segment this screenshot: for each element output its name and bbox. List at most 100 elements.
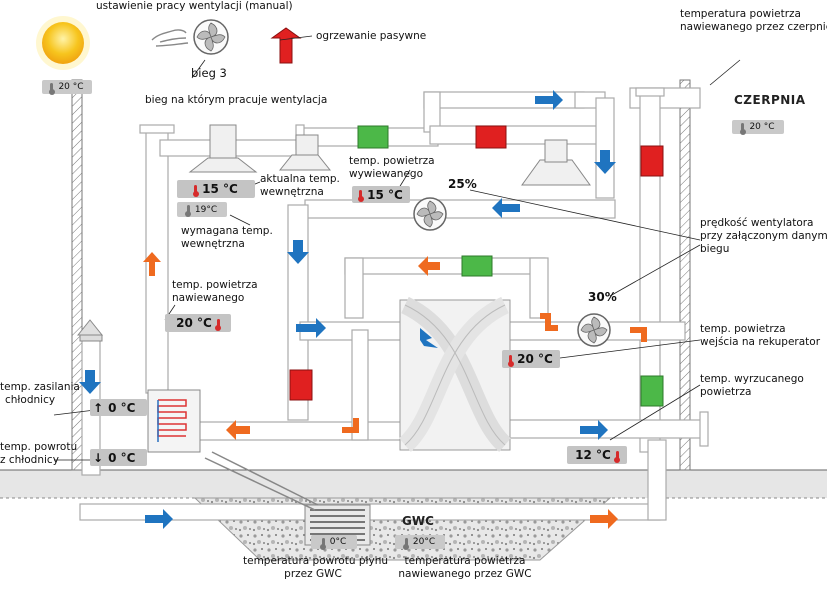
gwc-return-label-1: temperatura powrotu płynu [243, 555, 389, 567]
required-temp-label-2: wewnętrzna [181, 238, 245, 250]
arrow-orange-left-mid [418, 256, 440, 276]
thermometer-icon [320, 537, 327, 550]
exhaust-temp-label-2: wywiewanego [349, 168, 423, 180]
arrow-orange-elbow-intake [630, 327, 647, 342]
cooler-supply-label-2: chłodnicy [5, 394, 56, 406]
exhaust-temp-badge: 15 °C [352, 186, 410, 203]
damper-red-left [289, 369, 313, 401]
recup-in-value: 20 °C [517, 352, 553, 366]
discharge-label-2: powietrza [700, 386, 752, 398]
fan-speed-label-3: biegu [700, 243, 730, 255]
outdoor-temp-badge: 20 °C [42, 80, 92, 95]
recup-in-label-1: temp. powietrza [700, 323, 786, 335]
required-indoor-badge: 19°C [177, 202, 227, 217]
gwc-fluid-return-value: 0°C [329, 537, 347, 547]
arrow-blue-recup [420, 328, 438, 348]
hand-icon [151, 29, 189, 47]
supply-temp-label-2: nawiewanego [172, 292, 245, 304]
recuperator-icon [398, 296, 512, 452]
intake-temp-badge: 20 °C [732, 120, 784, 135]
thermometer-icon [739, 122, 746, 135]
arrow-orange-elbow-right [540, 313, 558, 331]
gwc-air-supply-value: 20°C [412, 537, 436, 547]
sun-icon [36, 16, 90, 70]
cooler-supply-sign: ↑ [93, 400, 104, 415]
supply-temp-badge: 20 °C [165, 314, 231, 332]
cooler-return-badge: ↓ 0 °C [90, 449, 147, 466]
cooler-supply-label-1: temp. zasilania [0, 381, 80, 393]
discharge-temp-value: 12 °C [575, 448, 611, 462]
arrow-blue-right-bottom [580, 420, 608, 440]
passive-heating-label: ogrzewanie pasywne [316, 30, 427, 42]
gwc-return-label-2: przez GWC [284, 568, 342, 580]
recup-in-badge: 20 °C [502, 350, 560, 368]
thermometer-icon [185, 205, 192, 217]
cooler-return-label-1: temp. powrotu [0, 441, 78, 453]
hood-icon [188, 124, 591, 186]
cooler-supply-value: 0 °C [108, 400, 136, 415]
thermometer-icon [403, 537, 410, 550]
cooler-unit [147, 389, 201, 453]
gear-value: bieg 3 [191, 66, 227, 80]
current-temp-label-1: aktualna temp. [260, 173, 340, 185]
arrow-orange-up-left [143, 252, 161, 276]
thermometer-icon [48, 82, 55, 95]
arrow-blue-down-right [594, 150, 616, 174]
manual-mode-label: ustawienie pracy wentylacji (manual) [96, 0, 293, 12]
cooler-return-label-2: z chłodnicy [0, 454, 59, 466]
fan-speed-main: 30% [588, 290, 617, 304]
gwc-supply-label-1: temperatura powietrza [404, 555, 526, 567]
passive-heating-arrow [270, 27, 302, 64]
damper-red-intake [640, 145, 664, 177]
cooler-supply-badge: ↑ 0 °C [90, 399, 147, 416]
fan-speed-top: 25% [448, 177, 477, 191]
damper-green-right [640, 375, 664, 407]
outdoor-temp-value: 20 °C [58, 82, 84, 92]
arrow-blue-right-left [296, 318, 326, 338]
roof-cap [76, 319, 104, 342]
damper-green-top [357, 125, 389, 149]
cooler-return-value: 0 °C [108, 450, 136, 465]
arrow-orange-gwc [590, 509, 618, 529]
arrow-blue-down-cap [79, 370, 101, 394]
thermometer-icon [357, 190, 364, 202]
thermometer-icon [192, 184, 199, 197]
gwc-name: GWC [402, 514, 434, 528]
damper-green-mid [461, 255, 493, 277]
intake-name: CZERPNIA [734, 93, 806, 107]
arrow-blue-down-left [287, 240, 309, 264]
thermometer-icon [614, 450, 621, 463]
cooler-return-sign: ↓ [93, 450, 104, 465]
damper-red-top [475, 125, 507, 149]
gear-desc-label: bieg na którym pracuje wentylacja [145, 94, 328, 106]
exhaust-temp-label-1: temp. powietrza [349, 155, 435, 167]
current-indoor-value: 15 °C [202, 182, 238, 196]
fan-icon [193, 19, 611, 347]
gwc-fluid-return-badge: 0°C [311, 535, 357, 550]
gwc-air-supply-badge: 20°C [395, 535, 445, 550]
exhaust-temp-value: 15 °C [367, 187, 403, 202]
discharge-temp-badge: 12 °C [567, 446, 627, 464]
fan-speed-label-1: prędkość wentylatora [700, 217, 814, 229]
arrow-orange-left-bottom [226, 420, 250, 440]
flow-arrows [79, 90, 647, 529]
intake-temp-value: 20 °C [749, 122, 775, 132]
discharge-label-1: temp. wyrzucanego [700, 373, 804, 385]
leader-lines [53, 35, 741, 549]
recup-in-label-2: wejścia na rekuperator [700, 336, 821, 348]
thermometer-icon [507, 354, 514, 367]
supply-temp-label-1: temp. powietrza [172, 279, 258, 291]
current-indoor-badge: 15 °C [177, 180, 255, 198]
fan-speed-label-2: przy załączonym danym [700, 230, 827, 242]
required-temp-label-1: wymagana temp. [181, 225, 273, 237]
required-indoor-value: 19°C [194, 204, 218, 215]
supply-temp-value: 20 °C [176, 316, 212, 330]
dampers [289, 125, 664, 407]
arrow-orange-elbow-left [342, 418, 359, 433]
arrow-blue-top [535, 90, 563, 110]
intake-temp-title-1: temperatura powietrza [680, 8, 801, 20]
thermometer-icon [215, 318, 222, 331]
current-temp-label-2: wewnętrzna [260, 186, 324, 198]
